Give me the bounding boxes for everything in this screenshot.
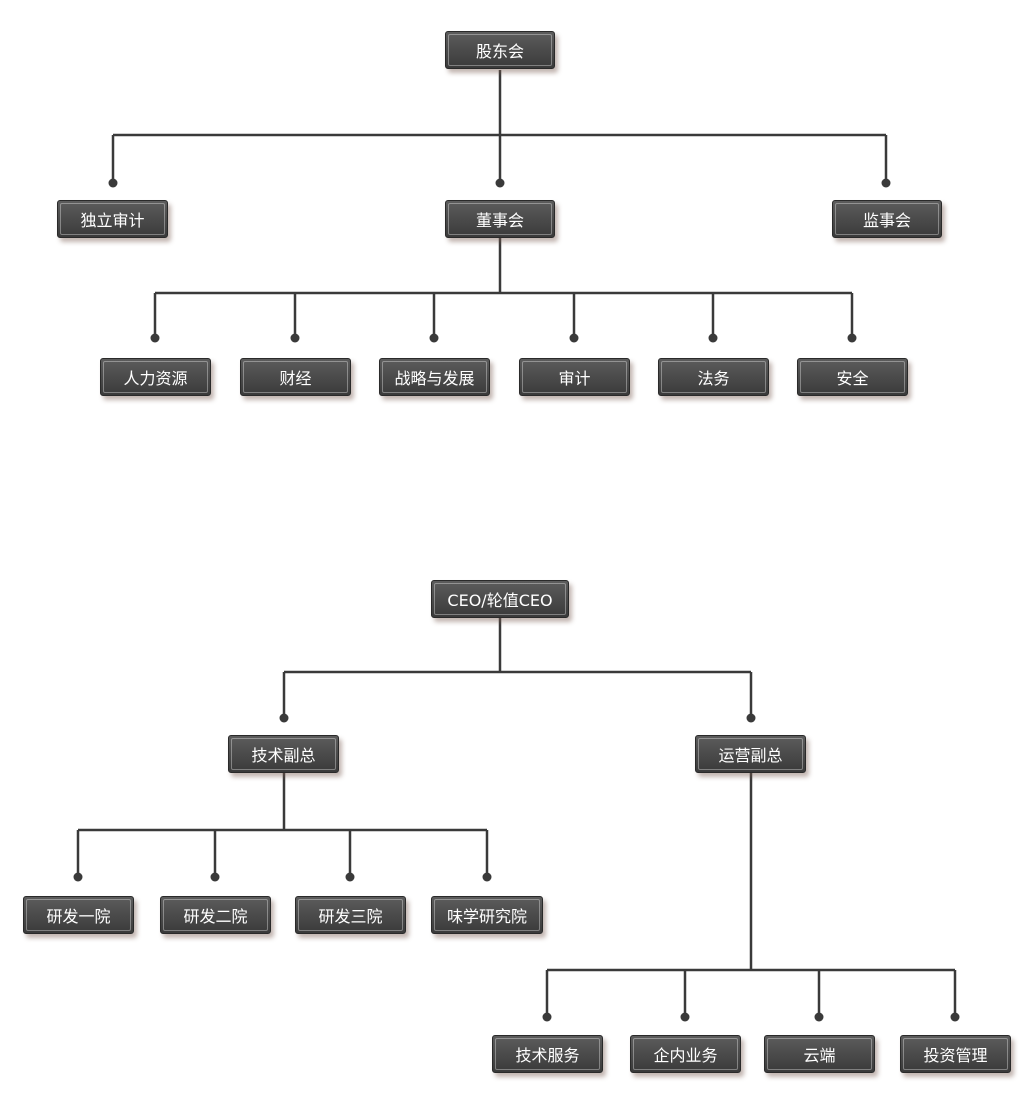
node-independent-audit: 独立审计 — [57, 200, 168, 238]
connector-dot — [495, 178, 505, 188]
node-flavor-institute: 味学研究院 — [431, 896, 543, 934]
connector-dot — [542, 1012, 552, 1022]
node-tech-vp: 技术副总 — [228, 735, 339, 773]
node-tech-service: 技术服务 — [492, 1035, 603, 1073]
node-rd1: 研发一院 — [23, 896, 134, 934]
connector-dot — [847, 333, 857, 343]
connector-dot — [680, 1012, 690, 1022]
node-finance: 财经 — [240, 358, 351, 396]
connector-dot — [290, 333, 300, 343]
node-hr: 人力资源 — [100, 358, 211, 396]
connector-dot — [950, 1012, 960, 1022]
node-strategy: 战略与发展 — [379, 358, 490, 396]
node-security: 安全 — [797, 358, 908, 396]
connector-dot — [814, 1012, 824, 1022]
connector-dot — [482, 872, 492, 882]
connector-dot — [746, 713, 756, 723]
connector-dot — [73, 872, 83, 882]
connector-dot — [429, 333, 439, 343]
connector-dot — [708, 333, 718, 343]
node-cloud: 云端 — [764, 1035, 875, 1073]
node-board: 董事会 — [445, 200, 555, 238]
connector-dot — [279, 713, 289, 723]
node-supervisors: 监事会 — [832, 200, 942, 238]
node-rd3: 研发三院 — [295, 896, 406, 934]
node-internal-business: 企内业务 — [630, 1035, 741, 1073]
connector-dot — [881, 178, 891, 188]
connector-dot — [150, 333, 160, 343]
node-ops-vp: 运营副总 — [695, 735, 806, 773]
node-investment: 投资管理 — [900, 1035, 1011, 1073]
connector-dot — [345, 872, 355, 882]
connector-dot — [569, 333, 579, 343]
node-ceo: CEO/轮值CEO — [431, 580, 569, 618]
node-audit: 审计 — [519, 358, 630, 396]
connector-dot — [108, 178, 118, 188]
connector-dot — [210, 872, 220, 882]
node-shareholders: 股东会 — [445, 31, 555, 69]
node-rd2: 研发二院 — [160, 896, 271, 934]
node-legal: 法务 — [658, 358, 769, 396]
